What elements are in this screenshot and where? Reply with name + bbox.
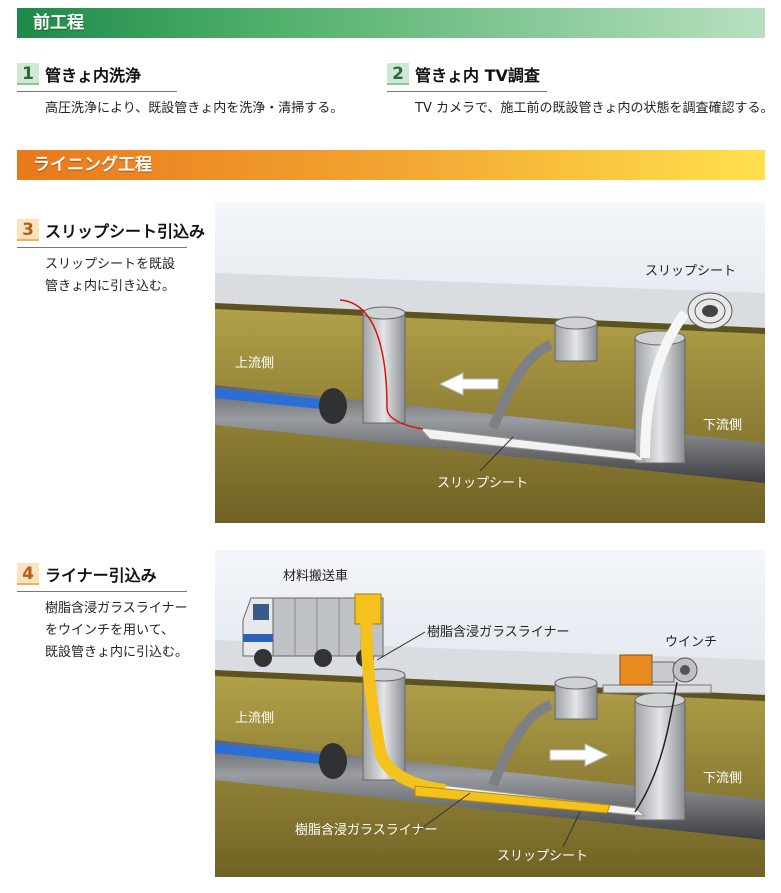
label-downstream: 下流側 bbox=[703, 418, 742, 433]
manhole-left bbox=[362, 312, 406, 424]
step-number-4: 4 bbox=[17, 563, 39, 585]
section-title-pre: 前工程 bbox=[33, 13, 84, 33]
diagram-liner-insertion: 材料搬送車 樹脂含浸ガラスライナー ウインチ 上流側 下流側 樹脂含浸ガラスライ… bbox=[215, 550, 765, 877]
step-title-2: 管きょ内 TV調査 bbox=[415, 66, 540, 85]
manhole-right-top bbox=[634, 692, 686, 708]
label-liner-top: 樹脂含浸ガラスライナー bbox=[427, 624, 569, 640]
step-title-3: スリップシート引込み bbox=[45, 222, 206, 241]
slip-sheet-in-pipe bbox=[418, 427, 647, 462]
label-downstream: 下流側 bbox=[703, 771, 742, 786]
step-3-heading: 3 スリップシート引込み bbox=[17, 218, 205, 242]
step-desc-2: TV カメラで、施工前の既設管きょ内の状態を調査確認する。 bbox=[415, 101, 774, 116]
slip-sheet-vertical bbox=[640, 310, 690, 459]
step-title-4: ライナー引込み bbox=[45, 566, 157, 585]
step-desc-1: 高圧洗浄により、既設管きょ内を洗浄・清掃する。 bbox=[45, 101, 344, 116]
arrow-left-icon bbox=[438, 372, 499, 396]
manhole-middle-top bbox=[554, 676, 598, 690]
step-3-rule bbox=[17, 247, 187, 248]
label-slip-sheet: スリップシート bbox=[497, 849, 588, 864]
step-desc-4-line-2: をウインチを用いて、 bbox=[45, 623, 174, 638]
step-desc-3: スリップシートを既設 管きょ内に引き込む。 bbox=[45, 254, 175, 298]
step-1-heading: 1 管きょ内洗浄 bbox=[17, 62, 141, 86]
label-truck: 材料搬送車 bbox=[283, 569, 348, 584]
water-flow-icon bbox=[215, 388, 330, 410]
step-title-1: 管きょ内洗浄 bbox=[45, 66, 142, 85]
label-liner-bottom: 樹脂含浸ガラスライナー bbox=[295, 822, 437, 838]
guide-pipe bbox=[488, 340, 553, 430]
step-4-heading: 4 ライナー引込み bbox=[17, 562, 157, 586]
step-4-rule bbox=[17, 591, 187, 592]
water-flow-icon bbox=[215, 743, 330, 765]
section-header-lining: ライニング工程 bbox=[17, 150, 765, 180]
leader-line-slip bbox=[562, 811, 581, 848]
section-title-lining: ライニング工程 bbox=[33, 155, 152, 175]
slip-sheet-roll-icon bbox=[687, 292, 733, 330]
soil-edge bbox=[215, 303, 765, 334]
manhole-left-top bbox=[362, 306, 406, 320]
liner-vertical bbox=[360, 609, 446, 796]
step-desc-4-line-3: 既設管きょ内に引込む。 bbox=[45, 645, 189, 660]
step-desc-4-line-1: 樹脂含浸ガラスライナー bbox=[45, 601, 188, 616]
diagram-slip-sheet-insertion: 上流側 下流側 スリップシート スリップシート bbox=[215, 203, 765, 523]
step-desc-3-line-2: 管きょ内に引き込む。 bbox=[45, 279, 176, 294]
pipe-opening bbox=[319, 743, 347, 779]
label-upstream: 上流側 bbox=[235, 356, 274, 371]
arrow-right-icon bbox=[549, 743, 610, 767]
step-number-1: 1 bbox=[17, 63, 39, 85]
leader-line-liner-top bbox=[376, 631, 426, 661]
step-desc-4: 樹脂含浸ガラスライナー をウインチを用いて、 既設管きょ内に引込む。 bbox=[45, 598, 188, 664]
winch-icon bbox=[619, 654, 698, 686]
label-slip-sheet-top: スリップシート bbox=[645, 264, 736, 279]
liner-in-pipe bbox=[414, 785, 611, 814]
leader-line-liner-bottom bbox=[414, 792, 471, 834]
label-slip-sheet-bottom: スリップシート bbox=[437, 476, 528, 491]
pipe-opening bbox=[319, 388, 347, 424]
section-header-pre: 前工程 bbox=[17, 8, 765, 38]
leader-line-slip bbox=[479, 436, 514, 472]
winch-platform bbox=[602, 684, 712, 694]
winch-cable bbox=[634, 681, 678, 813]
label-winch: ウインチ bbox=[665, 635, 717, 650]
step-desc-3-line-1: スリップシートを既設 bbox=[45, 257, 176, 272]
road-surface bbox=[215, 273, 765, 328]
pulling-rope bbox=[339, 299, 424, 430]
label-upstream: 上流側 bbox=[235, 711, 274, 726]
step-number-2: 2 bbox=[387, 63, 409, 85]
manhole-middle-top bbox=[554, 316, 598, 330]
guide-pipe bbox=[488, 700, 553, 787]
step-1-rule bbox=[17, 91, 177, 92]
step-2-heading: 2 管きょ内 TV調査 bbox=[387, 62, 540, 86]
step-2-rule bbox=[387, 91, 547, 92]
step-number-3: 3 bbox=[17, 219, 39, 241]
sewer-pipe bbox=[215, 740, 765, 840]
